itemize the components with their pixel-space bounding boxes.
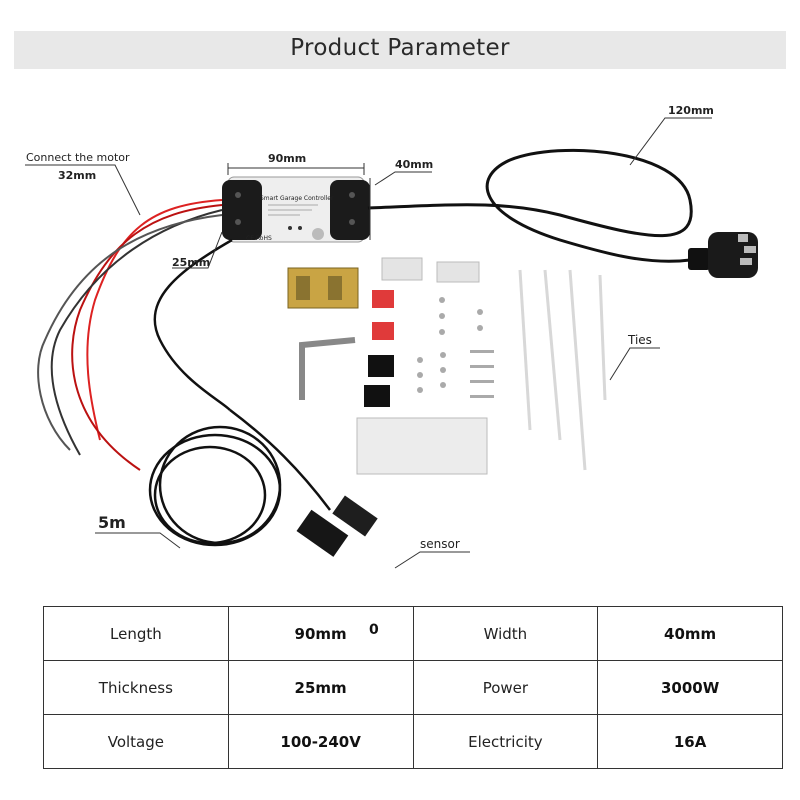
connect-motor-label: Connect the motor	[26, 151, 130, 164]
height-40-label: 40mm	[395, 158, 433, 171]
bracket	[287, 267, 359, 309]
adhesive-pads	[356, 257, 488, 475]
param-key: Length	[43, 606, 229, 661]
param-value: 25mm	[227, 660, 414, 715]
param-value: 100-240V	[227, 714, 414, 769]
device-ce-label: CE RoHS	[246, 235, 272, 242]
title-banner: Product Parameter	[14, 31, 786, 69]
sensor-cable	[148, 238, 331, 547]
param-key: Thickness	[43, 660, 229, 715]
stray-mark: 0	[369, 622, 379, 638]
plug	[688, 232, 758, 278]
param-key: Electricity	[412, 714, 599, 769]
ties-label: Ties	[627, 333, 652, 347]
wire-32-label: 32mm	[58, 169, 96, 182]
param-key: Width	[412, 606, 599, 661]
dimension-lines	[25, 117, 712, 569]
sensor-label: sensor	[420, 537, 460, 551]
l-key	[299, 337, 356, 400]
device-name-label: Smart Garage Controller	[260, 195, 334, 202]
motor-wires	[37, 199, 223, 471]
table-row: Thickness 25mm Power 3000W	[43, 660, 783, 715]
width-90-label: 90mm	[268, 152, 306, 165]
param-value: 3000W	[597, 660, 783, 715]
cable-ties	[518, 269, 607, 471]
param-value: 16A	[597, 714, 783, 769]
buttons	[364, 290, 394, 407]
param-key: Voltage	[43, 714, 229, 769]
parameter-table: Length 90mm Width 40mm Thickness 25mm Po…	[43, 606, 783, 769]
wire-25-label: 25mm	[172, 256, 210, 269]
table-row: Length 90mm Width 40mm	[43, 606, 783, 661]
screws	[417, 297, 494, 398]
page-title: Product Parameter	[290, 35, 510, 61]
cable-120-label: 120mm	[668, 104, 714, 117]
controller-box: Smart Garage Controller CE RoHS	[222, 176, 370, 243]
sensor-blocks	[296, 495, 378, 557]
product-photo: Smart Garage Controller CE RoHS	[25, 104, 758, 569]
cable-5m-label: 5m	[98, 513, 126, 532]
param-key: Power	[412, 660, 599, 715]
param-value: 40mm	[597, 606, 783, 661]
table-row: Voltage 100-240V Electricity 16A	[43, 714, 783, 769]
param-value: 90mm	[227, 606, 414, 661]
